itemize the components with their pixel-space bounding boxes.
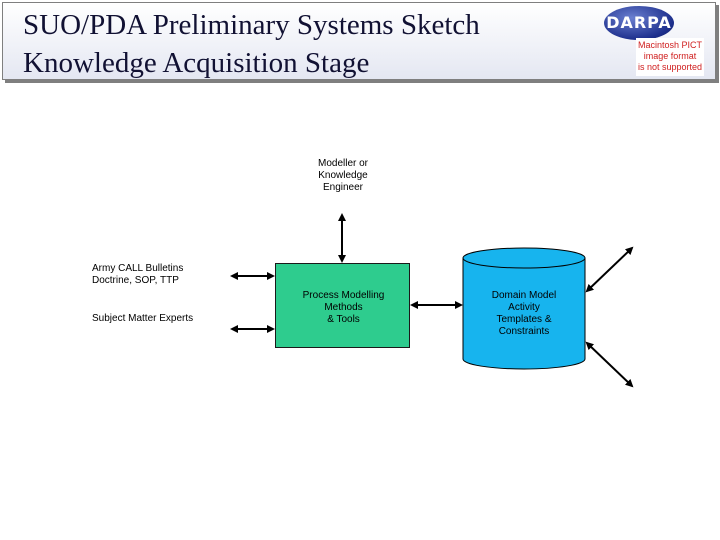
db-upper-arrow: [585, 246, 634, 293]
army-sources-label: Army CALL Bulletins Doctrine, SOP, TTP: [92, 263, 184, 286]
pict-notice-text: Macintosh PICT image format is not suppo…: [637, 40, 703, 72]
process-modelling-box: Process Modelling Methods & Tools: [275, 263, 410, 348]
sme-label: Subject Matter Experts: [92, 313, 194, 324]
title-banner: SUO/PDA Preliminary Systems Sketch Knowl…: [2, 2, 716, 80]
domain-model-label: Domain Model Activity Templates & Constr…: [491, 290, 557, 337]
db-lower-arrow: [585, 341, 634, 388]
process-modelling-label: Process Modelling Methods & Tools: [302, 290, 385, 325]
slide-title-line-2: Knowledge Acquisition Stage: [23, 47, 370, 79]
slide-title-line-1: SUO/PDA Preliminary Systems Sketch: [23, 9, 480, 41]
darpa-logo: DARPA: [604, 6, 674, 40]
modeller-label: Modeller or Knowledge Engineer: [317, 158, 369, 193]
domain-model-database: [462, 247, 586, 370]
pict-placeholder: Macintosh PICT image format is not suppo…: [636, 38, 704, 76]
